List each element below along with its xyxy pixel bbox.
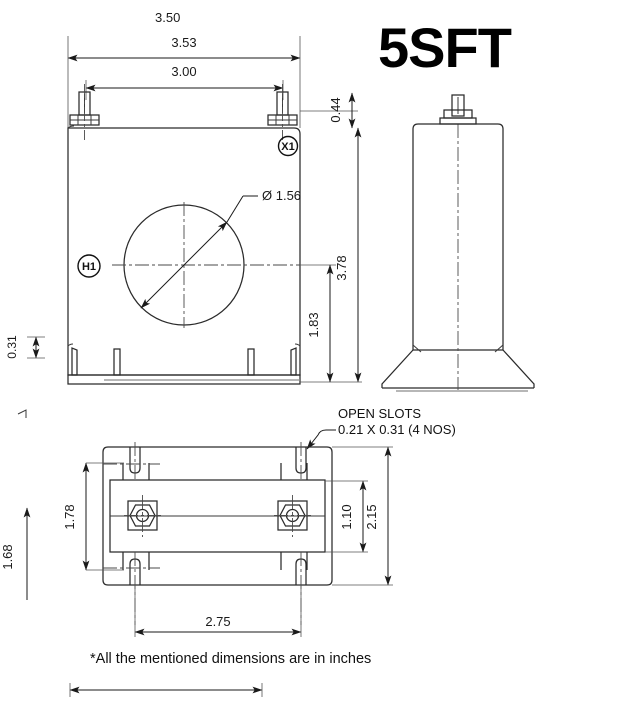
front-base-slot-2: [113, 348, 121, 376]
dim-top-overall-cut: 3.50: [155, 10, 180, 25]
hole-callout-text: Ø 1.56: [262, 188, 301, 203]
front-base-slot-3: [247, 348, 255, 376]
drawing-title: 5SFT: [378, 16, 512, 79]
dim-bottom-width-centers: 2.75: [205, 614, 230, 629]
slot-note-line-1: OPEN SLOTS: [338, 406, 421, 421]
side-view-fillet-right: [494, 344, 504, 353]
front-view: Ø 1.56 H1 X1: [67, 84, 301, 385]
front-base-fillet-left: [67, 343, 74, 347]
terminal-marker-x1: X1: [277, 135, 299, 157]
diameter-leader-elbow: [226, 195, 244, 223]
bottom-terminal-right: [274, 495, 311, 537]
terminal-marker-h1: H1: [77, 254, 101, 278]
left-margin-chamfer-mark: [17, 409, 27, 418]
front-view-body-outline: [67, 127, 301, 376]
x1-label: X1: [281, 141, 294, 153]
dim-front-width-studs: 3.00: [171, 64, 196, 79]
x1-bubble-circle: [277, 135, 299, 157]
diameter-leader-line: [140, 221, 228, 309]
h1-label: H1: [82, 261, 96, 273]
bottom-view: [102, 442, 333, 625]
side-view-fillet-left: [412, 344, 422, 353]
terminal-stud-x1: [267, 84, 298, 140]
side-stud-shank: [451, 94, 465, 117]
dim-stud-height: 0.44: [328, 97, 343, 122]
general-note: *All the mentioned dimensions are in inc…: [90, 651, 371, 667]
side-view-leg-right: [502, 349, 535, 388]
front-base-slot-1: [71, 347, 78, 376]
terminal-stud-h1: [69, 84, 100, 140]
dim-front-width-outer: 3.53: [171, 35, 196, 50]
h1-bubble-circle: [77, 254, 101, 278]
dim-center-to-base: 1.83: [306, 312, 321, 337]
side-view-body-outline: [412, 123, 504, 351]
dim-bottom-depth-overall: 2.15: [364, 504, 379, 529]
front-view-corner-left: [67, 125, 75, 129]
slot-note-line-2: 0.21 X 0.31 (4 NOS): [338, 422, 456, 437]
front-base-fillet-right: [294, 343, 301, 347]
front-base-slot-4: [290, 347, 297, 376]
dim-left-lower: 1.68: [0, 544, 15, 569]
dim-left-small: 0.31: [5, 335, 19, 359]
side-view-leg-left: [381, 349, 414, 388]
front-view-base-plate: [67, 374, 301, 385]
slot-note-leader: [306, 429, 336, 450]
side-stud-washer: [439, 117, 477, 125]
dim-front-height-total: 3.78: [334, 255, 349, 280]
bottom-view-outer-frame: [102, 446, 333, 586]
bottom-terminal-left: [124, 495, 161, 537]
side-view: [381, 94, 535, 392]
dim-bottom-depth-outer: 1.78: [62, 504, 77, 529]
dim-bottom-depth-inner: 1.10: [339, 504, 354, 529]
